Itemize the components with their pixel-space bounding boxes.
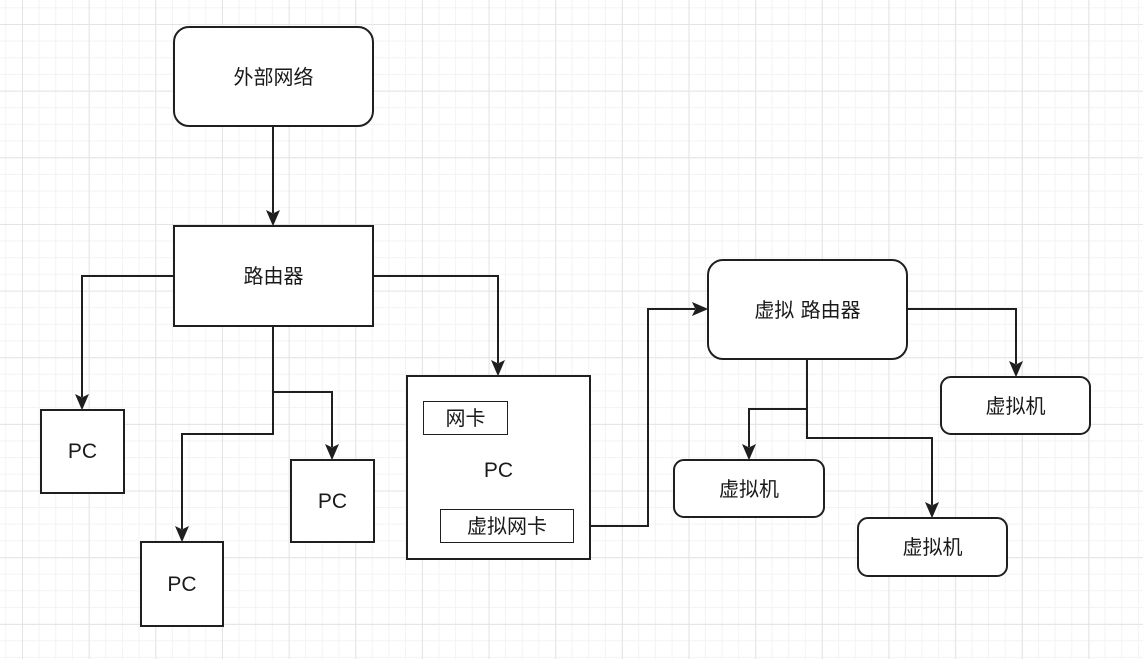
node-pc-left-label: PC (67, 440, 98, 463)
node-virtual-nic[interactable]: 虚拟网卡 (440, 509, 574, 543)
node-router-label: 路由器 (243, 264, 304, 288)
node-external-network[interactable]: 外部网络 (173, 26, 374, 127)
node-virtual-router-label: 虚拟 路由器 (754, 297, 861, 322)
node-external-network-label: 外部网络 (233, 64, 314, 89)
node-vm-right-label: 虚拟机 (985, 393, 1046, 418)
node-pc-middle[interactable]: PC (290, 459, 375, 543)
node-pc-bottom-label: PC (167, 572, 197, 596)
node-vm-left[interactable]: 虚拟机 (673, 459, 825, 518)
node-router[interactable]: 路由器 (173, 225, 374, 327)
node-vm-left-label: 虚拟机 (719, 476, 779, 501)
node-pc-host-label: PC (483, 459, 514, 482)
node-vm-bottom-label: 虚拟机 (902, 535, 963, 559)
node-pc-middle-label: PC (317, 489, 348, 513)
node-pc-bottom[interactable]: PC (140, 541, 224, 627)
node-vm-right[interactable]: 虚拟机 (940, 376, 1091, 435)
node-virtual-router[interactable]: 虚拟 路由器 (707, 259, 908, 360)
node-nic[interactable]: 网卡 (423, 401, 508, 435)
node-virtual-nic-label: 虚拟网卡 (467, 514, 547, 538)
node-vm-bottom[interactable]: 虚拟机 (857, 517, 1008, 577)
node-pc-left[interactable]: PC (40, 409, 125, 494)
node-nic-label: 网卡 (445, 406, 486, 430)
